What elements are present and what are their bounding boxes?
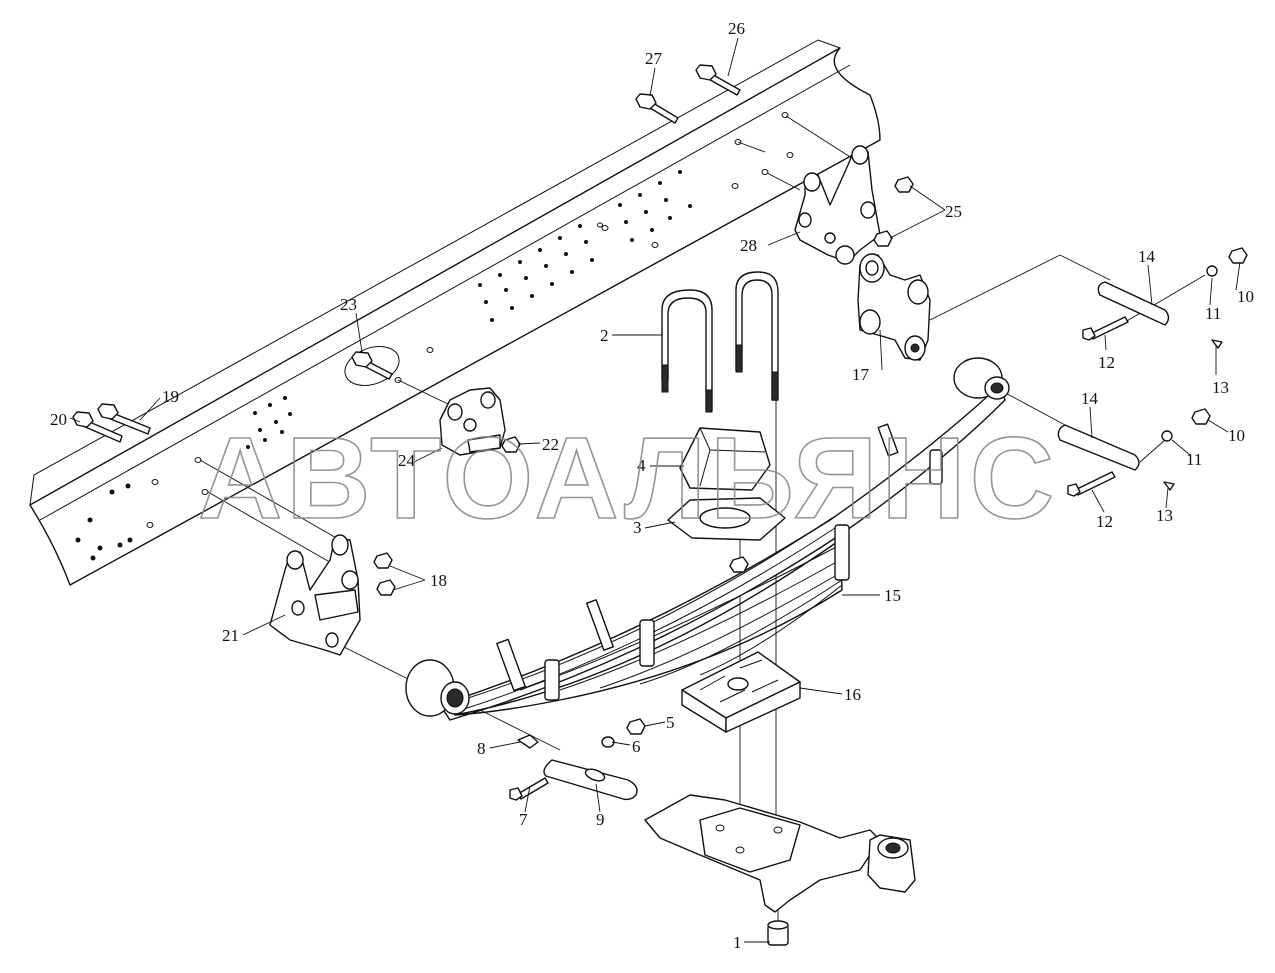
pin-9 bbox=[543, 759, 638, 801]
cotter-13-upper bbox=[1211, 339, 1223, 349]
callout-1: 1 bbox=[733, 933, 742, 952]
callout-18: 18 bbox=[430, 571, 447, 590]
callout-3: 3 bbox=[633, 518, 642, 537]
callout-8: 8 bbox=[477, 739, 486, 758]
assembly-lines bbox=[199, 115, 1206, 925]
bolt-27 bbox=[635, 93, 679, 124]
callout-7: 7 bbox=[519, 810, 528, 829]
callout-15: 15 bbox=[884, 586, 901, 605]
nut-5 bbox=[626, 718, 646, 735]
nut-25b bbox=[873, 230, 893, 247]
bolt-23 bbox=[351, 351, 393, 380]
nut-25a bbox=[894, 176, 914, 193]
pin-14-lower bbox=[1057, 424, 1140, 471]
callout-6: 6 bbox=[632, 737, 641, 756]
cotter-13-lower bbox=[1163, 481, 1175, 491]
callout-17: 17 bbox=[852, 365, 870, 384]
callout-25: 25 bbox=[945, 202, 962, 221]
callout-leaders bbox=[69, 37, 1241, 943]
bolt-20 bbox=[72, 411, 123, 443]
callout-10-upper: 10 bbox=[1237, 287, 1254, 306]
callout-11-upper: 11 bbox=[1205, 304, 1221, 323]
bolt-7 bbox=[509, 777, 549, 801]
callout-11-lower: 11 bbox=[1186, 450, 1202, 469]
spring-bracket-rear bbox=[269, 534, 361, 656]
callout-22: 22 bbox=[542, 435, 559, 454]
frame-rail-holes bbox=[75, 112, 794, 561]
callout-13-upper: 13 bbox=[1212, 378, 1229, 397]
callout-labels: 1 2 3 4 5 6 7 8 9 10 10 11 11 12 12 13 1… bbox=[50, 19, 1254, 952]
nut-1 bbox=[767, 920, 789, 946]
callout-20: 20 bbox=[50, 410, 67, 429]
spring-clips bbox=[496, 423, 943, 701]
callout-24: 24 bbox=[398, 451, 416, 470]
spring-spacer bbox=[667, 497, 786, 541]
frame-rail bbox=[29, 39, 881, 586]
callout-19: 19 bbox=[162, 387, 179, 406]
callout-10-lower: 10 bbox=[1228, 426, 1245, 445]
callout-12-upper: 12 bbox=[1098, 353, 1115, 372]
nut-18b bbox=[376, 579, 396, 596]
callout-5: 5 bbox=[666, 713, 675, 732]
callout-13-lower: 13 bbox=[1156, 506, 1173, 525]
grease-fitting-8 bbox=[517, 734, 539, 749]
washer-11-lower bbox=[1161, 430, 1173, 442]
callout-4: 4 bbox=[637, 456, 646, 475]
bolt-12-lower bbox=[1067, 471, 1116, 497]
nut-18a bbox=[373, 552, 393, 569]
callout-16: 16 bbox=[844, 685, 861, 704]
bolt-12-upper bbox=[1082, 316, 1129, 341]
fasteners bbox=[72, 64, 1248, 946]
callout-14-upper: 14 bbox=[1138, 247, 1156, 266]
pin-14-upper bbox=[1097, 281, 1170, 326]
spring-bracket-front bbox=[794, 145, 881, 265]
callout-27: 27 bbox=[645, 49, 663, 68]
u-bolts bbox=[661, 271, 779, 413]
nut-22 bbox=[501, 436, 521, 453]
callout-9: 9 bbox=[596, 810, 605, 829]
spring-seat-pad bbox=[681, 651, 801, 733]
spring-shackle bbox=[857, 253, 931, 361]
bump-stop bbox=[679, 427, 771, 491]
nut-10-upper bbox=[1228, 247, 1248, 264]
callout-2: 2 bbox=[600, 326, 609, 345]
callout-28: 28 bbox=[740, 236, 757, 255]
washer-11-upper bbox=[1206, 265, 1218, 277]
bolt-19 bbox=[97, 403, 151, 435]
leaf-spring bbox=[405, 357, 1010, 721]
nut-10-lower bbox=[1191, 408, 1211, 425]
callout-12-lower: 12 bbox=[1096, 512, 1113, 531]
axle-seat bbox=[644, 794, 916, 913]
callout-14-lower: 14 bbox=[1081, 389, 1099, 408]
bolt-26 bbox=[695, 64, 741, 96]
callout-21: 21 bbox=[222, 626, 239, 645]
spring-bracket-middle bbox=[439, 387, 506, 456]
callout-26: 26 bbox=[728, 19, 745, 38]
callout-23: 23 bbox=[340, 295, 357, 314]
watermark-text: АВТОАЛЬЯНС bbox=[198, 413, 1058, 543]
